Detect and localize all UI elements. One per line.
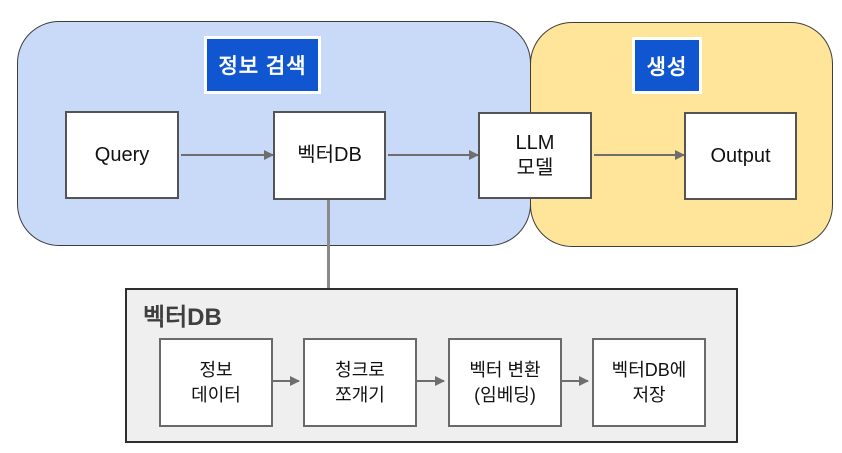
step-store-vectordb-line1: 벡터DB에 (611, 360, 687, 381)
step-info-data-line1: 정보 (199, 360, 233, 381)
arrow-infodata-to-chunking (271, 376, 300, 386)
llm-model-node-label-line2: 모델 (516, 156, 554, 179)
step-embedding: 벡터 변환 (임베딩) (448, 338, 562, 427)
step-chunking-line2: 쪼개기 (335, 384, 385, 405)
output-node-label: Output (710, 144, 771, 167)
step-info-data: 정보 데이터 (159, 338, 273, 427)
step-embedding-line2: (임베딩) (474, 384, 536, 405)
vectordb-detail-connector-line (327, 200, 330, 289)
generation-badge: 생성 (632, 37, 702, 94)
vectordb-node: 벡터DB (273, 111, 386, 200)
arrow-llm-to-output (594, 150, 685, 160)
vectordb-detail-panel: 벡터DB 정보 데이터 청크로 쪼개기 벡터 변환 (임베딩) 벡터DB에 저장 (125, 288, 738, 443)
step-store-vectordb: 벡터DB에 저장 (592, 338, 706, 427)
query-node-label: Query (94, 143, 150, 166)
step-chunking: 청크로 쪼개기 (303, 338, 417, 427)
llm-model-node: LLM 모델 (478, 112, 592, 199)
output-node: Output (684, 112, 797, 200)
detail-panel-title: 벡터DB (143, 304, 222, 331)
query-node: Query (65, 111, 179, 199)
step-info-data-line2: 데이터 (191, 384, 241, 405)
vectordb-node-label: 벡터DB (297, 144, 362, 166)
step-store-vectordb-line2: 저장 (632, 384, 666, 405)
step-chunking-line1: 청크로 (335, 360, 385, 381)
arrow-embedding-to-store (560, 376, 589, 386)
retrieval-badge: 정보 검색 (204, 36, 321, 94)
step-embedding-line1: 벡터 변환 (469, 360, 541, 381)
arrow-chunking-to-embedding (415, 376, 445, 386)
arrow-query-to-vectordb (181, 150, 274, 160)
llm-model-node-label-line1: LLM (515, 131, 555, 154)
arrow-vectordb-to-llm (388, 150, 479, 160)
